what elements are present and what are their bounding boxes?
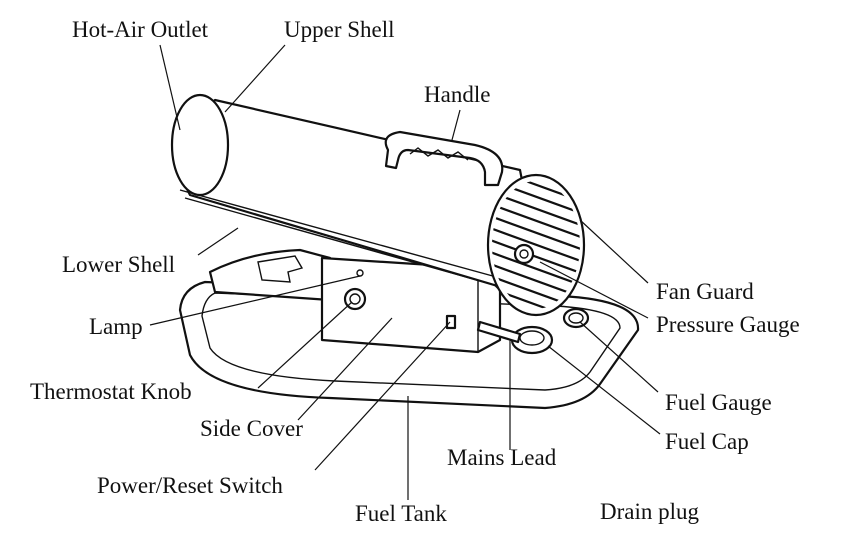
handle-shape	[384, 130, 504, 187]
power-switch-shape	[445, 314, 457, 330]
label-fuel-tank: Fuel Tank	[355, 501, 447, 526]
base-slab	[208, 248, 332, 302]
label-mains-lead: Mains Lead	[447, 445, 557, 470]
label-side-cover: Side Cover	[200, 416, 303, 441]
label-fuel-cap: Fuel Cap	[665, 429, 749, 454]
shell-seam	[179, 189, 501, 279]
fuel-gauge-shape	[562, 307, 590, 329]
label-fuel-gauge: Fuel Gauge	[665, 390, 772, 415]
slab-cutout	[257, 255, 304, 283]
label-hot-air-outlet: Hot-Air Outlet	[72, 17, 209, 42]
label-thermostat-knob: Thermostat Knob	[30, 379, 192, 404]
fan-hub	[513, 243, 535, 265]
label-pressure-gauge: Pressure Gauge	[656, 312, 800, 337]
label-lower-shell: Lower Shell	[62, 252, 176, 277]
hot-air-outlet-shape	[170, 93, 230, 197]
label-drain-plug: Drain plug	[600, 499, 700, 524]
leader-lines	[149, 44, 661, 500]
label-lamp: Lamp	[89, 314, 143, 339]
label-power-reset-switch: Power/Reset Switch	[97, 473, 283, 498]
mains-lead-shape	[476, 320, 522, 344]
label-handle: Handle	[424, 82, 491, 107]
label-upper-shell: Upper Shell	[284, 17, 395, 42]
label-fan-guard: Fan Guard	[656, 279, 754, 304]
